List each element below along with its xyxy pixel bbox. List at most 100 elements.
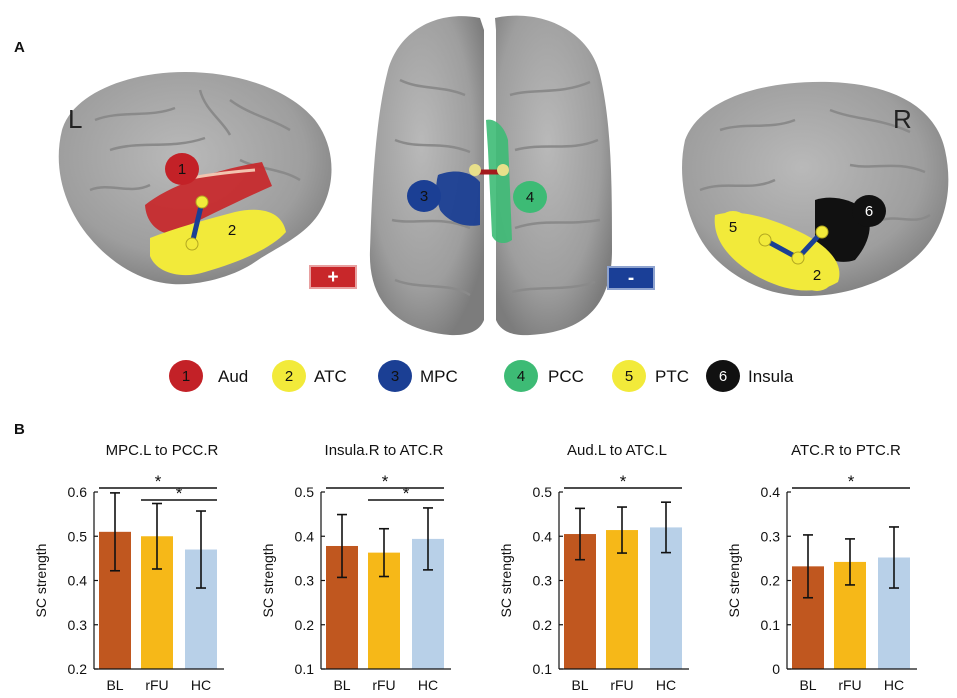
y-tick-label: 0.4 [68, 573, 88, 589]
error-bar [617, 506, 627, 554]
significance-bracket: * [792, 472, 910, 491]
y-axis-label: SC strength [260, 544, 276, 618]
y-tick-label: 0 [772, 661, 780, 677]
x-tick-label: BL [333, 677, 350, 693]
error-bar [575, 507, 585, 561]
svg-text:5: 5 [729, 219, 737, 236]
svg-text:2: 2 [228, 222, 236, 239]
svg-text:6: 6 [865, 203, 873, 220]
region-badge-3: 3 [407, 180, 441, 212]
bar-chart-2: Insula.R to ATC.R BL rFU HC 0.1 0.2 0.3 0.4 0.5S… [260, 442, 451, 693]
legend-number: 1 [182, 368, 190, 385]
right-hemisphere-label: R [893, 104, 912, 134]
significance-star: * [155, 472, 162, 491]
error-bar [152, 502, 162, 570]
legend-item-mpc: 3 MPC [378, 360, 458, 392]
y-tick-label: 0.4 [761, 484, 781, 500]
plus-sign: + [327, 267, 338, 288]
y-tick-label: 0.3 [295, 573, 315, 589]
legend-label: PTC [655, 367, 689, 386]
significance-star: * [176, 484, 183, 503]
significance-star: * [620, 472, 627, 491]
x-tick-label: BL [799, 677, 816, 693]
legend-label: PCC [548, 367, 584, 386]
x-tick-label: rFU [838, 677, 861, 693]
positive-connection-box: + [309, 265, 357, 289]
y-axis-label: SC strength [33, 544, 49, 618]
significance-star: * [848, 472, 855, 491]
x-tick-label: HC [418, 677, 438, 693]
x-tick-label: BL [106, 677, 123, 693]
region-badge-1: 1 [165, 153, 199, 185]
x-tick-label: BL [571, 677, 588, 693]
x-tick-label: rFU [610, 677, 633, 693]
y-tick-label: 0.1 [761, 617, 781, 633]
legend-swatch [612, 360, 646, 392]
legend-swatch [706, 360, 740, 392]
legend-item-aud: 1 Aud [169, 360, 248, 392]
significance-star: * [382, 472, 389, 491]
svg-text:4: 4 [526, 189, 534, 206]
panel-a-label: A [14, 39, 25, 56]
legend-label: MPC [420, 367, 458, 386]
bar-chart-4: ATC.R to PTC.R BL rFU HC 0 0.1 0.2 0.3 0.4 SC str… [726, 442, 917, 693]
error-bar [803, 534, 813, 599]
region-badge-5: 5 [716, 211, 750, 243]
legend-number: 5 [625, 368, 633, 385]
legend-label: ATC [314, 367, 347, 386]
legend-swatch [272, 360, 306, 392]
aud-region-overlay [145, 162, 272, 234]
x-tick-label: HC [884, 677, 904, 693]
error-bar [110, 492, 120, 572]
mpc-region-overlay [436, 171, 480, 226]
error-bar [196, 510, 206, 589]
legend-swatch [504, 360, 538, 392]
y-tick-label: 0.3 [68, 617, 88, 633]
legend-item-insula: 6 Insula [706, 360, 794, 392]
y-axis-label: SC strength [498, 544, 514, 618]
pcc-region-overlay [486, 119, 512, 244]
legend-label: Aud [218, 367, 248, 386]
x-tick-label: rFU [372, 677, 395, 693]
region-badge-4: 4 [513, 181, 547, 213]
chart-title: Insula.R to ATC.R [325, 442, 444, 459]
error-bar [661, 501, 671, 554]
y-tick-label: 0.6 [68, 484, 88, 500]
svg-text:2: 2 [813, 267, 821, 284]
legend-swatch [169, 360, 203, 392]
y-tick-label: 0.5 [533, 484, 553, 500]
y-tick-label: 0.2 [761, 573, 781, 589]
y-tick-label: 0.2 [295, 617, 315, 633]
error-bar [845, 538, 855, 586]
top-view-brain [369, 15, 612, 336]
legend-number: 2 [285, 368, 293, 385]
chart-title: ATC.R to PTC.R [791, 442, 901, 459]
legend-number: 3 [391, 368, 399, 385]
legend-swatch [378, 360, 412, 392]
legend-number: 6 [719, 368, 727, 385]
region-badge-2-right: 2 [800, 259, 834, 291]
atc-region-overlay [150, 209, 286, 276]
chart-title: MPC.L to PCC.R [106, 442, 219, 459]
x-tick-label: HC [191, 677, 211, 693]
significance-bracket: * [141, 484, 217, 503]
legend-item-atc: 2 ATC [272, 360, 347, 392]
legend-item-ptc: 5 PTC [612, 360, 689, 392]
y-tick-label: 0.1 [295, 661, 315, 677]
y-tick-label: 0.2 [68, 661, 88, 677]
error-bar [337, 513, 347, 579]
legend-label: Insula [748, 367, 794, 386]
negative-connection-box: - [607, 266, 655, 290]
y-tick-label: 0.5 [295, 484, 315, 500]
y-axis-label: SC strength [726, 544, 742, 618]
y-tick-label: 0.4 [533, 528, 553, 544]
y-tick-label: 0.4 [295, 528, 315, 544]
y-tick-label: 0.3 [761, 528, 781, 544]
panel-b-label: B [14, 421, 25, 438]
y-tick-label: 0.2 [533, 617, 553, 633]
error-bar [423, 507, 433, 571]
error-bar [889, 526, 899, 589]
